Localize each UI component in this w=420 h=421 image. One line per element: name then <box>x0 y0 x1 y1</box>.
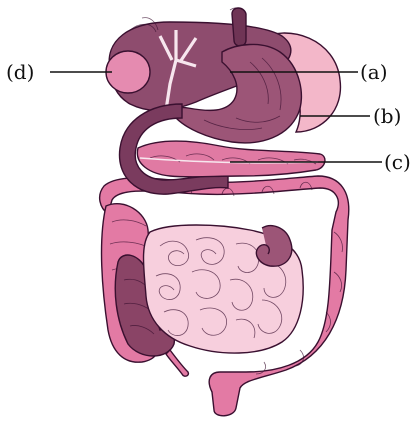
jejunum-loop <box>256 226 291 267</box>
gallbladder <box>106 51 150 93</box>
label-c: (c) <box>384 150 411 174</box>
appendix <box>166 350 188 376</box>
label-a: (a) <box>360 60 388 84</box>
pancreas <box>137 141 325 177</box>
esophagus <box>232 8 246 46</box>
label-d: (d) <box>6 60 34 84</box>
label-b: (b) <box>373 104 401 128</box>
